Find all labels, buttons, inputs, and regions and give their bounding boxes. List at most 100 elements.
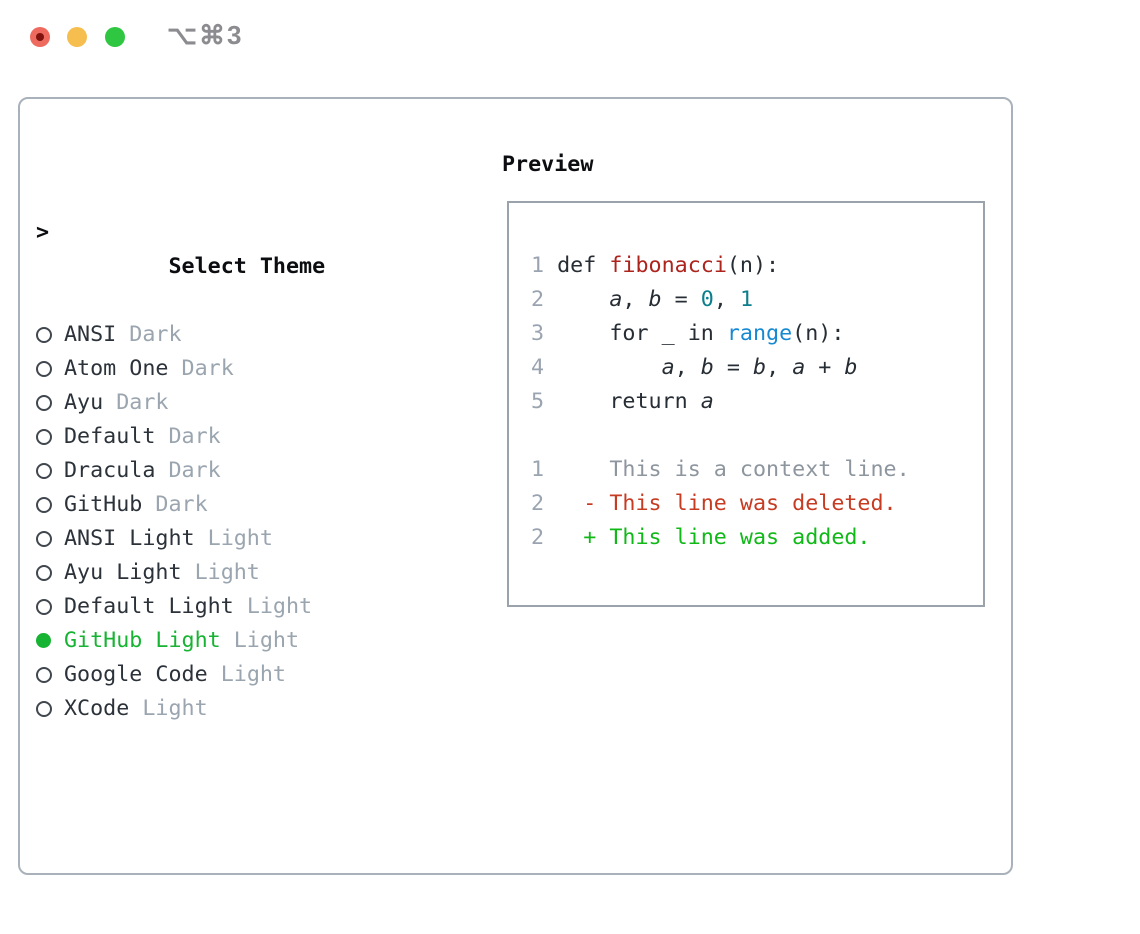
radio-icon [36,454,64,488]
code-line: 1 This is a context line. [531,453,983,487]
code-token: , [713,287,740,312]
code-token: , [766,355,793,380]
theme-option-google-code[interactable]: Google Code Light [36,658,402,692]
code-line: 2 a, b = 0, 1 [531,283,983,317]
theme-option-ansi-light[interactable]: ANSI Light Light [36,522,402,556]
preview-title: Preview [502,152,594,177]
theme-variant-tag: Light [207,526,273,551]
theme-variant-tag: Light [220,662,286,687]
circle-outline [36,701,52,717]
theme-variant-tag: Dark [168,458,221,483]
code-token: fibonacci [609,253,727,278]
theme-option-github[interactable]: GitHub Dark [36,488,402,522]
theme-option-ansi[interactable]: ANSI Dark [36,318,402,352]
apply-to-header: Apply To [36,896,402,930]
line-number: 3 [531,321,545,346]
theme-variant-tag: Dark [129,322,182,347]
circle-outline [36,361,52,377]
window-title: ⌥⌘3 [167,20,244,50]
code-token: b [844,355,858,380]
code-token: 1 [739,287,754,312]
code-token: , [622,287,649,312]
radio-icon [36,590,64,624]
circle-outline [36,565,52,581]
close-button[interactable] [30,27,50,47]
theme-option-label: Dracula [64,458,156,483]
theme-option-label: Default Light [64,594,234,619]
code-token: + This line was added. [583,525,871,550]
code-line: 3 for _ in range(n): [531,317,983,351]
radio-icon [36,522,64,556]
code-token: def [544,253,610,278]
theme-option-default-light[interactable]: Default Light Light [36,590,402,624]
theme-variant-tag: Dark [116,390,169,415]
circle-outline [36,531,52,547]
code-token: = [713,355,753,380]
code-line: 2 + This line was added. [531,521,983,555]
code-token: b [753,355,767,380]
select-theme-title: Select Theme [168,254,326,279]
theme-option-default[interactable]: Default Dark [36,420,402,454]
code-line: 2 - This line was deleted. [531,487,983,521]
theme-option-label: Default [64,424,156,449]
code-token: This is a context line. [544,457,910,482]
line-number: 2 [531,525,545,550]
theme-variant-tag: Dark [155,492,208,517]
code-token: + [805,355,845,380]
circle-outline [36,667,52,683]
circle-outline [36,599,52,615]
code-token: = [661,287,701,312]
theme-option-label: ANSI Light [64,526,195,551]
zoom-button[interactable] [105,27,125,47]
code-token: (n): [792,321,845,346]
window-titlebar: ⌥⌘3 [0,0,1140,76]
code-token: (n): [726,253,780,278]
code-token: 0 [700,287,714,312]
theme-option-label: Google Code [64,662,208,687]
code-token: b [700,355,714,380]
radio-icon [36,386,64,420]
code-token: a [609,287,623,312]
radio-icon [36,556,64,590]
theme-option-atom-one[interactable]: Atom One Dark [36,352,402,386]
code-token: return [544,389,701,414]
theme-variant-tag: Light [194,560,260,585]
theme-option-xcode[interactable]: XCode Light [36,692,402,726]
theme-variant-tag: Light [246,594,313,619]
line-number: 4 [531,355,545,380]
line-number: 2 [531,287,545,312]
radio-icon [36,352,64,386]
theme-option-label: Ayu [64,390,104,415]
radio-icon [36,658,64,692]
code-token [544,525,583,550]
line-number: 2 [531,491,545,516]
code-token: for _ in [544,321,727,346]
theme-variant-tag: Light [142,696,208,721]
spacer [36,794,402,828]
close-dot-icon [36,33,44,41]
theme-list-header: > Select Theme [36,216,402,279]
line-number: 1 [531,253,545,278]
theme-option-label: XCode [64,696,130,721]
radio-icon [36,488,64,522]
circle-outline [36,429,52,445]
theme-option-label: Ayu Light [64,560,182,585]
theme-option-ayu[interactable]: Ayu Dark [36,386,402,420]
circle-outline [36,395,52,411]
cursor-indicator: > [36,220,50,245]
code-token: range [726,321,793,346]
theme-option-ayu-light[interactable]: Ayu Light Light [36,556,402,590]
code-token: b [648,287,662,312]
theme-option-label: GitHub Light [64,628,221,653]
theme-option-github-light[interactable]: GitHub Light Light [36,624,402,658]
code-token [544,287,609,312]
radio-selected-icon [36,624,64,658]
minimize-button[interactable] [67,27,87,47]
code-line: 5 return a [531,385,983,419]
theme-option-dracula[interactable]: Dracula Dark [36,454,402,488]
